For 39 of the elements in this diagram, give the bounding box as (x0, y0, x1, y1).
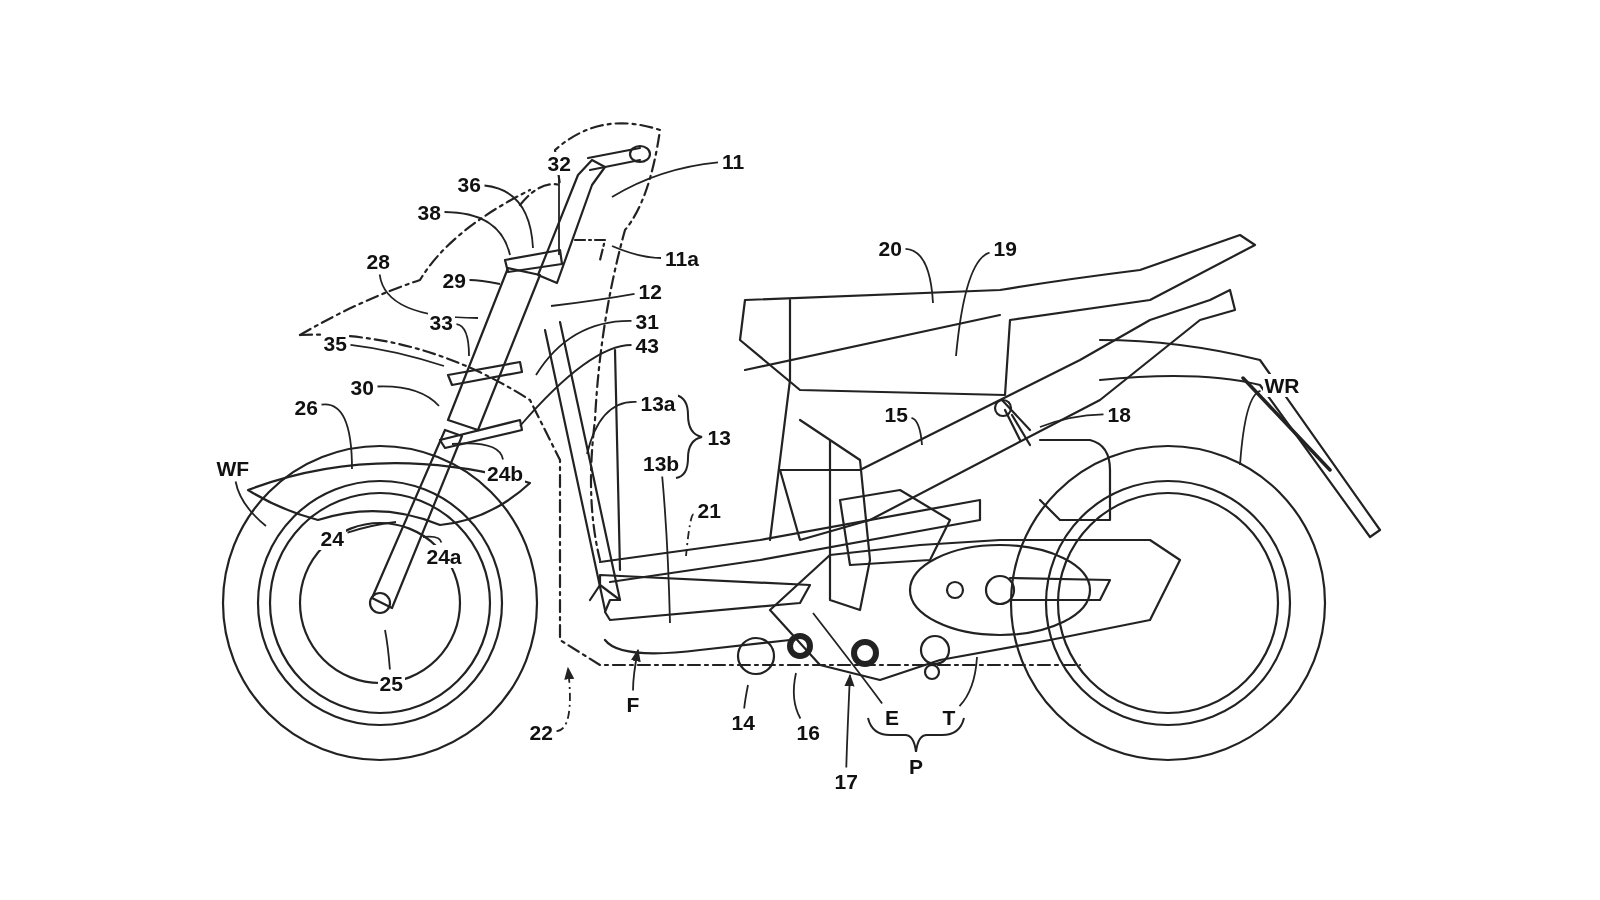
callout-number: 32 (545, 151, 573, 175)
leader-line (234, 480, 267, 527)
leader-line (792, 672, 802, 720)
arrow (555, 666, 575, 732)
leader-line (346, 521, 397, 534)
leader-line (812, 612, 883, 705)
leader-line (1039, 413, 1105, 428)
leader-line (443, 211, 511, 256)
leader-line (451, 442, 504, 461)
leader-line (550, 292, 636, 307)
leader-line (558, 175, 560, 256)
leader-line (483, 184, 534, 249)
callout-number: P (908, 754, 924, 778)
leader-line (349, 343, 445, 367)
leader-line (376, 385, 440, 407)
leader-line (586, 401, 638, 455)
leader-line (910, 417, 923, 446)
leader-line (611, 245, 662, 259)
leader-line (958, 656, 978, 707)
leader-line (1239, 389, 1262, 466)
leader-line (455, 323, 470, 357)
arrow (630, 648, 641, 692)
callout-number: 24 (318, 526, 346, 550)
leader-line (384, 629, 391, 671)
leader-line (320, 403, 353, 470)
leader-line (519, 344, 633, 427)
leader-line (955, 251, 991, 357)
callout-number: WR (1262, 373, 1302, 397)
leader-line (685, 513, 695, 557)
leader-line (904, 247, 934, 304)
leader-line (535, 319, 633, 376)
callout-number: 24a (424, 544, 464, 568)
leader-line (661, 475, 671, 624)
callout-number: 13 (706, 425, 732, 449)
leader-line (743, 684, 749, 710)
leader-line (611, 161, 719, 198)
arrow (844, 673, 855, 769)
leader-line (422, 535, 443, 544)
leader-line (468, 279, 501, 285)
